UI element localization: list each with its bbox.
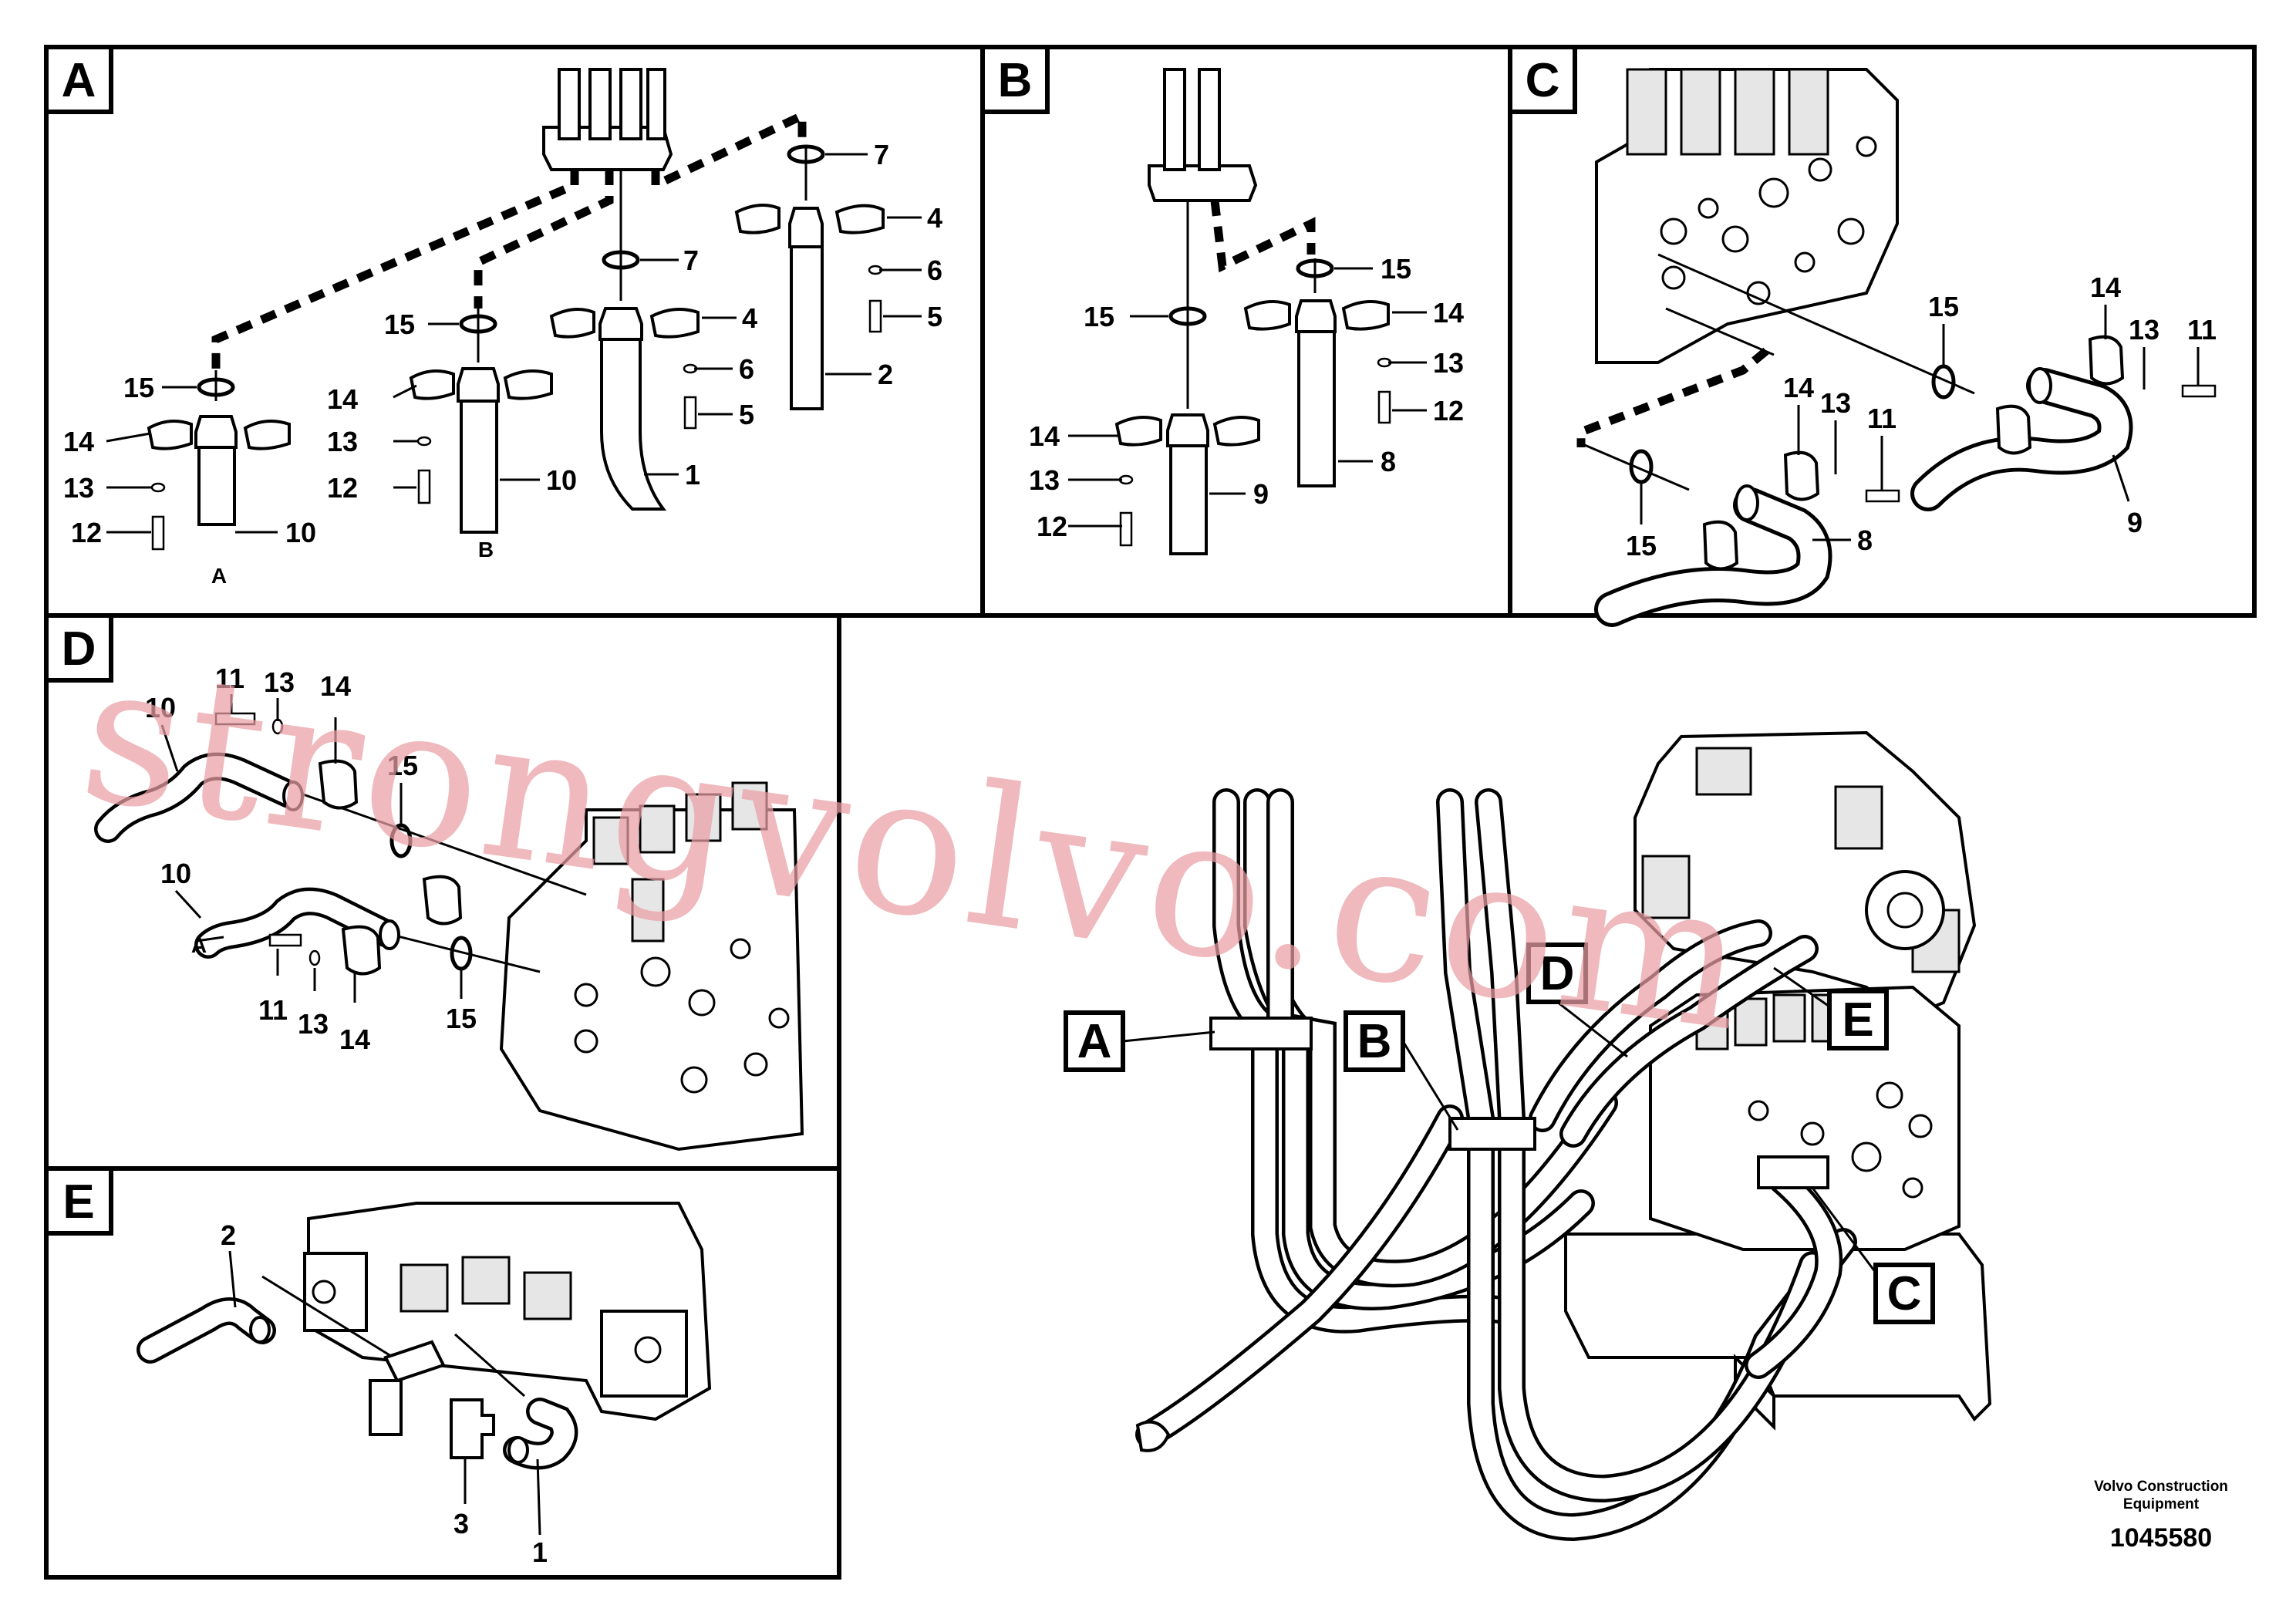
svg-text:D: D	[1540, 947, 1575, 1000]
callout-13: 13	[1820, 387, 1851, 419]
callout-7: 7	[874, 139, 889, 170]
panel-tag-c: C	[1508, 45, 1577, 114]
callout-15: 15	[1626, 530, 1657, 561]
panel-c-callouts: 15 14 13 11 9 14 13 11 15 8	[1626, 271, 2217, 561]
svg-text:A: A	[1077, 1015, 1112, 1068]
callout-13: 13	[1029, 464, 1060, 496]
callout-13: 13	[264, 666, 295, 698]
panel-e-drawing: 2 3 1	[137, 1202, 712, 1568]
callout-6: 6	[739, 353, 754, 385]
brand-line-2: Equipment	[2123, 1496, 2200, 1512]
callout-8: 8	[1381, 446, 1396, 477]
panel-tag-b: B	[980, 45, 1050, 114]
panel-tag-e: E	[44, 1166, 113, 1236]
callout-14: 14	[1433, 297, 1464, 329]
callout-15: 15	[1381, 253, 1411, 285]
callout-10: 10	[145, 692, 176, 723]
panel-b-drawing: 15 15 14 13 12 8 14 13 12 9	[1029, 68, 1464, 555]
callout-3: 3	[453, 1508, 469, 1539]
callout-1: 1	[532, 1536, 548, 1568]
panel-b-callouts: 15 15 14 13 12 8 14 13 12 9	[1029, 253, 1464, 542]
callout-4: 4	[742, 302, 757, 334]
callout-13: 13	[1433, 347, 1464, 379]
callout-12: 12	[1433, 395, 1464, 427]
panel-a-callouts: 7 7 4 6 5 2 15 4 6 5 1 14 13 12 10 15 14…	[63, 139, 942, 588]
callout-4: 4	[927, 202, 942, 234]
callout-13: 13	[298, 1008, 329, 1040]
callout-5: 5	[739, 399, 754, 430]
callout-14: 14	[1029, 420, 1060, 452]
panel-d-callouts: 11 13 14 10 15 10 11 13 14 15 A	[145, 663, 477, 1055]
panel-tag-d: D	[44, 613, 113, 683]
callout-10: 10	[546, 464, 577, 496]
overview-tag-a: A	[1064, 1010, 1215, 1072]
callout-15: 15	[1928, 291, 1959, 322]
callout-6: 6	[927, 255, 942, 286]
callout-14: 14	[1783, 372, 1814, 403]
callout-10: 10	[285, 517, 316, 548]
overview-tag-b: B	[1344, 1010, 1459, 1131]
callout-11: 11	[1867, 403, 1896, 434]
overview-tag-e: E	[1773, 966, 1889, 1050]
callout-12: 12	[1037, 511, 1067, 542]
callout-12: 12	[71, 517, 102, 548]
svg-text:A: A	[62, 54, 96, 107]
hose-marker-b: B	[478, 538, 494, 561]
callout-11: 11	[258, 994, 288, 1026]
svg-text:D: D	[62, 622, 96, 676]
callout-12: 12	[327, 472, 358, 504]
callout-8: 8	[1857, 524, 1873, 556]
drawing-number: 1045580	[2110, 1523, 2212, 1553]
callout-11: 11	[2187, 314, 2217, 346]
brand-line-1: Volvo Construction	[2094, 1479, 2228, 1495]
callout-15: 15	[1084, 301, 1114, 332]
callout-9: 9	[2127, 507, 2143, 538]
callout-15: 15	[384, 309, 415, 340]
callout-14: 14	[339, 1023, 370, 1055]
callout-1: 1	[685, 459, 700, 491]
panel-e-callouts: 2 3 1	[221, 1219, 548, 1568]
watermark: strongvolvo.com	[69, 619, 1762, 1075]
svg-text:C: C	[1526, 54, 1560, 107]
svg-text:B: B	[998, 54, 1033, 107]
callout-15: 15	[387, 750, 418, 781]
callout-2: 2	[221, 1219, 236, 1251]
callout-10: 10	[160, 858, 191, 889]
callout-7: 7	[683, 244, 699, 276]
callout-11: 11	[215, 663, 244, 694]
callout-13: 13	[2129, 314, 2159, 346]
callout-9: 9	[1253, 478, 1269, 510]
callout-14: 14	[327, 383, 358, 415]
callout-2: 2	[878, 359, 893, 390]
callout-5: 5	[927, 301, 942, 332]
callout-15: 15	[123, 372, 154, 403]
svg-text:B: B	[1357, 1015, 1392, 1068]
callout-14: 14	[2090, 271, 2121, 303]
callout-13: 13	[327, 426, 358, 457]
callout-14: 14	[63, 426, 94, 457]
svg-text:E: E	[1842, 993, 1873, 1047]
callout-15: 15	[446, 1003, 477, 1034]
overview-tag-d: D	[1526, 943, 1628, 1058]
panel-tag-a: A	[44, 45, 113, 114]
panel-c-drawing: 15 14 13 11 9 14 13 11 15 8	[1576, 68, 2217, 627]
hose-marker-a: A	[191, 933, 207, 957]
svg-text:C: C	[1887, 1267, 1922, 1320]
title-block: Volvo Construction Equipment 1045580	[2094, 1479, 2228, 1553]
callout-14: 14	[320, 670, 351, 702]
overview-drawing: A B D E C	[1064, 730, 1992, 1542]
callout-13: 13	[63, 472, 94, 504]
panel-frames	[44, 45, 2257, 1580]
overview-tag-c: C	[1811, 1187, 1935, 1324]
panel-a-drawing: 7 7 4 6 5 2 15 4 6 5 1 14 13 12 10 15 14…	[63, 68, 942, 588]
svg-text:E: E	[62, 1175, 94, 1229]
panel-d-drawing: 11 13 14 10 15 10 11 13 14 15 A	[94, 663, 804, 1152]
hose-marker-a: A	[211, 564, 227, 588]
